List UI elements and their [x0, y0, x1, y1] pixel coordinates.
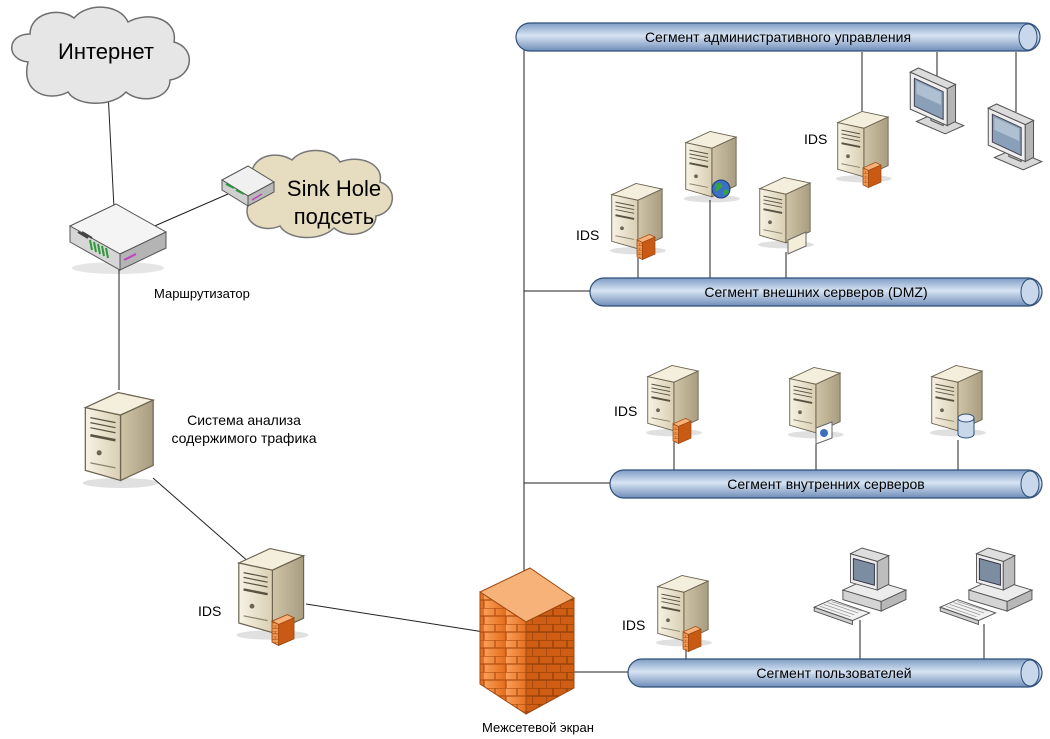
document-globe-icon	[815, 421, 833, 445]
segment-bus-dmz: Сегмент внешних серверов (DMZ)	[589, 277, 1043, 307]
sinkhole-router	[220, 165, 276, 207]
analysis-label-line2: содержимого трафика	[172, 430, 317, 446]
db-server	[928, 364, 987, 439]
router-icon	[220, 165, 276, 207]
monitor-icon	[987, 103, 1043, 171]
database-icon	[957, 413, 975, 439]
ids-perimeter	[235, 547, 310, 646]
mail-server	[756, 176, 815, 255]
connection-lines	[107, 50, 1017, 673]
ids-internal-label: IDS	[614, 403, 637, 419]
ids-label: IDS	[198, 603, 221, 619]
ids-admin-label: IDS	[804, 131, 827, 147]
ids-users-label: IDS	[622, 617, 645, 633]
ids-admin	[834, 110, 893, 188]
internet-cloud: Интернет	[11, 6, 191, 104]
router-label: Маршрутизатор	[154, 286, 250, 301]
router-icon	[68, 203, 168, 274]
segment-users-label: Сегмент пользователей	[756, 665, 911, 681]
server-icon	[81, 391, 160, 490]
internet-label: Интернет	[58, 39, 154, 64]
monitor-icon	[909, 67, 965, 135]
segment-bus-admin: Сегмент административного управления	[515, 22, 1041, 52]
sinkhole-label-line1: Sink Hole	[287, 176, 381, 201]
app-server	[786, 366, 845, 445]
cloud-icon	[235, 149, 393, 239]
ids-dmz-label: IDS	[576, 227, 599, 243]
web-server	[682, 130, 741, 204]
segment-dmz-label: Сегмент внешних серверов (DMZ)	[704, 284, 927, 300]
firewall-icon	[478, 567, 575, 715]
server-icon	[682, 130, 741, 204]
sinkhole-cloud: Sink Hole подсеть	[235, 149, 393, 239]
sinkhole-label-line2: подсеть	[294, 204, 375, 229]
workstation-icon	[939, 547, 1033, 625]
firewall-label: Межсетевой экран	[482, 720, 594, 735]
workstation-icon	[813, 547, 907, 625]
segment-internal-label: Сегмент внутренних серверов	[727, 476, 924, 492]
envelope-icon	[787, 231, 807, 255]
analysis-label-line1: Система анализа	[187, 412, 301, 428]
ids-users	[654, 574, 713, 652]
segment-bus-users: Сегмент пользователей	[627, 658, 1043, 688]
segment-bus-internal: Сегмент внутренних серверов	[609, 469, 1043, 499]
main-router	[68, 203, 168, 274]
segment-admin-label: Сегмент административного управления	[645, 29, 911, 45]
traffic-analysis-server	[81, 391, 160, 490]
globe-icon	[711, 179, 731, 199]
cloud-icon	[11, 6, 191, 104]
ids-internal	[644, 364, 703, 444]
ids-dmz	[608, 182, 667, 260]
